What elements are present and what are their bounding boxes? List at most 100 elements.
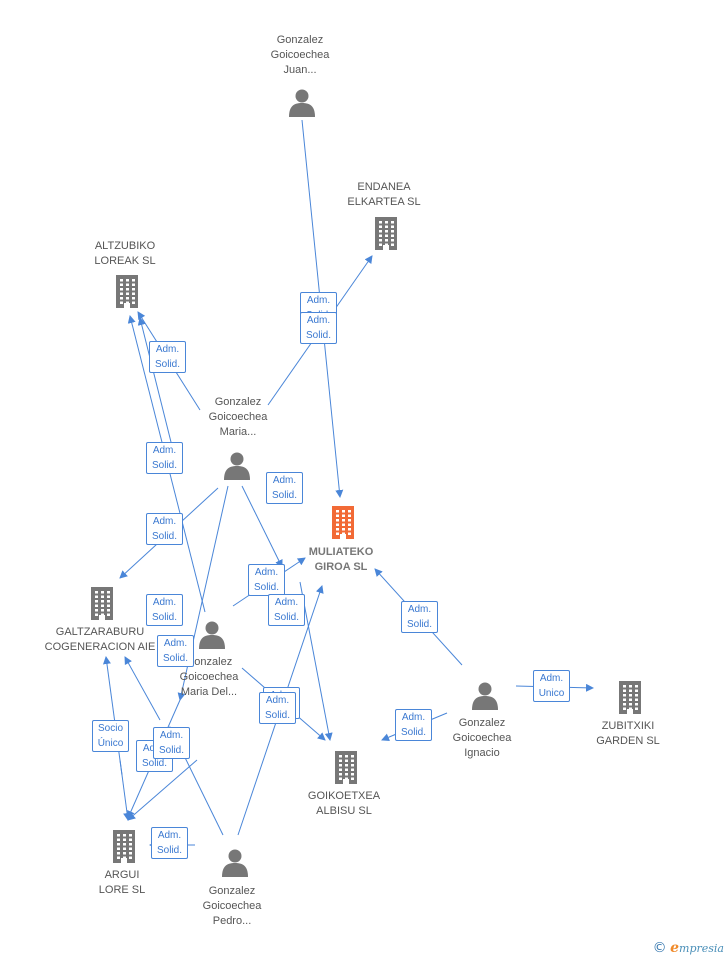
node-label-line: GARDEN SL (596, 735, 660, 747)
node-label-line: ALTZUBIKO (94, 240, 156, 252)
relation-badge-line: Solid. (151, 612, 177, 623)
empresia-brand: © empresia (653, 940, 724, 956)
building-icon[interactable] (109, 829, 139, 868)
relation-badge-line: Adm. (254, 567, 279, 578)
edge-5 (241, 485, 283, 568)
relation-badge-line: Adm. (274, 597, 299, 608)
node-label-line: Gonzalez (214, 396, 262, 408)
node-label-line: Goicoechea (452, 732, 512, 744)
building-icon[interactable] (87, 586, 117, 625)
relation-badge-line: Solid. (400, 727, 426, 738)
relation-badge: Adm. Solid. (146, 513, 183, 545)
node-label-line: ZUBITXIKI (601, 720, 655, 732)
relation-badge-line: Solid. (162, 653, 188, 664)
node-label-line: Goicoechea (179, 671, 239, 683)
node-label-line: Juan... (283, 64, 317, 76)
relation-badge-line: Adm. (155, 344, 180, 355)
node-label-line: COGENERACION AIE (44, 641, 156, 653)
relation-badge-line: Adm. (306, 295, 331, 306)
node-label-zubitxiki[interactable]: ZUBITXIKI GARDEN SL (596, 719, 660, 749)
node-label-line: Gonzalez (276, 34, 324, 46)
relation-badge-line: Solid. (264, 710, 290, 721)
node-label-line: ARGUI (104, 869, 140, 881)
node-label-line: Maria Del... (180, 686, 238, 698)
relation-badge-line: Adm. (539, 673, 564, 684)
relation-badge-line: Adm. (163, 638, 188, 649)
node-label-line: GIROA SL (314, 561, 368, 573)
relation-badge-line: Socio (97, 723, 123, 734)
node-label-line: GOIKOETXEA (307, 790, 381, 802)
building-icon[interactable] (112, 274, 142, 313)
node-label-line: ENDANEA (357, 181, 411, 193)
node-label-line: Pedro... (212, 915, 252, 927)
node-label-line: LOREAK SL (94, 255, 156, 267)
relation-badge-line: Único (97, 738, 124, 749)
node-label-line: LORE SL (98, 884, 146, 896)
node-label-altzubiko[interactable]: ALTZUBIKO LOREAK SL (94, 239, 155, 269)
relation-badge-line: Solid. (156, 845, 182, 856)
person-icon[interactable] (220, 847, 250, 882)
node-label-line: ALBISU SL (316, 805, 372, 817)
relation-badge-line: Adm. (407, 604, 432, 615)
node-label-line: Gonzalez (208, 885, 256, 897)
relation-badge-line: Unico (538, 688, 565, 699)
node-label-line: Gonzalez (458, 717, 506, 729)
person-icon[interactable] (287, 87, 317, 122)
node-label-argui[interactable]: ARGUI LORE SL (99, 868, 145, 898)
relation-badge: Adm. Solid. (157, 635, 194, 667)
node-label-goikoetxea[interactable]: GOIKOETXEA ALBISU SL (308, 789, 380, 819)
relation-badge-line: Adm. (401, 712, 426, 723)
copyright-symbol: © (652, 940, 667, 956)
relation-badge: Adm.Solid. (146, 594, 183, 626)
relation-badge-line: Adm. (272, 475, 297, 486)
relation-badge-line: Solid. (151, 460, 177, 471)
person-icon[interactable] (222, 450, 252, 485)
relation-badge-line: Adm. (265, 695, 290, 706)
relation-badge-line: Solid. (273, 612, 299, 623)
relation-badge: Adm. Solid. (395, 709, 432, 741)
node-label-line: MULIATEKO (308, 546, 374, 558)
node-label-line: Goicoechea (208, 411, 268, 423)
node-label-line: ELKARTEA SL (347, 196, 421, 208)
relation-badge: Adm.Solid. (401, 601, 438, 633)
brand-name: mpresia (679, 942, 724, 955)
person-icon[interactable] (197, 619, 227, 654)
relation-badge-line: Adm. (152, 516, 177, 527)
edge-16 (124, 656, 161, 721)
relation-badge: Adm. Solid. (259, 692, 296, 724)
node-label-line: Goicoechea (270, 49, 330, 61)
relation-badge-line: Adm. (159, 730, 184, 741)
relation-badge-line: Solid. (253, 582, 279, 593)
node-label-line: Goicoechea (202, 900, 262, 912)
edge-15 (102, 656, 123, 776)
focus-building-icon[interactable] (328, 505, 358, 544)
node-label-muliateko[interactable]: MULIATEKO GIROA SL (309, 545, 374, 575)
relation-badge: Adm. Unico (533, 670, 570, 702)
edge-21 (119, 759, 132, 821)
relation-badge-line: Solid. (151, 531, 177, 542)
building-icon[interactable] (371, 216, 401, 255)
relation-badge: Adm. Solid. (248, 564, 285, 596)
building-icon[interactable] (331, 750, 361, 789)
node-label-endanea[interactable]: ENDANEA ELKARTEA SL (347, 180, 420, 210)
edge-17 (127, 759, 198, 821)
building-icon[interactable] (615, 680, 645, 719)
person-icon[interactable] (470, 680, 500, 715)
brand-initial: e (670, 940, 680, 956)
relation-badge-line: Adm. (306, 315, 331, 326)
edge-13 (299, 581, 333, 741)
relation-badge: Adm.Solid. (266, 472, 303, 504)
node-label-line: Maria... (219, 426, 257, 438)
relation-badge-line: Solid. (305, 330, 331, 341)
relation-badge: Adm.Solid. (146, 442, 183, 474)
relation-badge-line: Adm. (157, 830, 182, 841)
relation-badge: Adm. Solid. (300, 312, 337, 344)
node-label-line: Ignacio (464, 747, 500, 759)
